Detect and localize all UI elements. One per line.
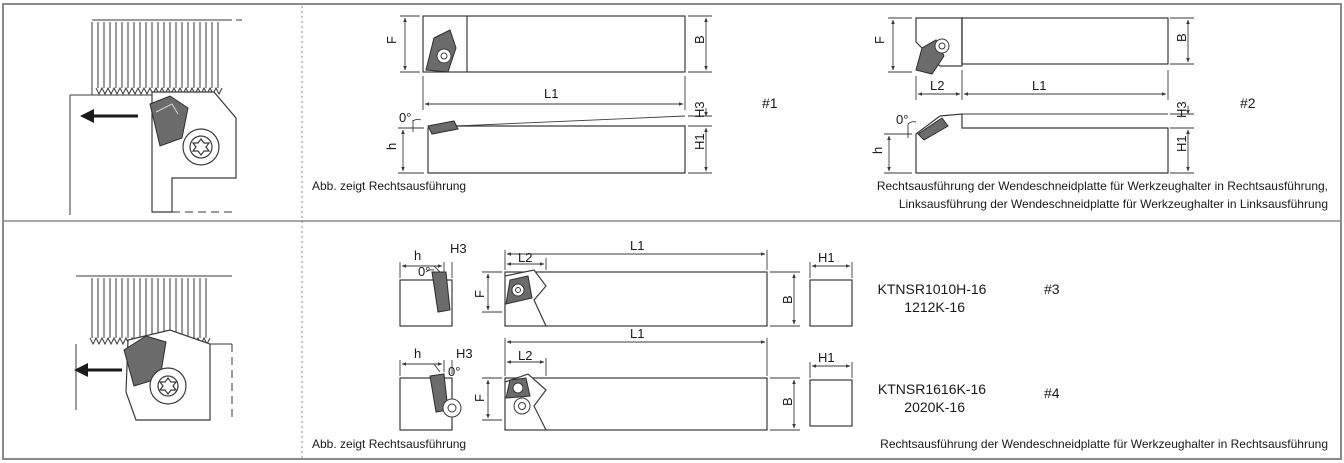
dim-L1: L1	[544, 86, 558, 101]
clamp-screw-icon	[149, 367, 187, 405]
dim-F: F	[384, 36, 399, 44]
dim-h: h	[414, 346, 421, 361]
dim-H1: H1	[692, 133, 707, 150]
dim-h: h	[384, 143, 399, 150]
figure-3-tag: #3	[1044, 281, 1060, 297]
table-frame	[2, 3, 1342, 460]
dim-B: B	[780, 295, 795, 304]
dim-H3: H3	[1174, 101, 1189, 118]
figure-1-holder: F B L1 0° h H3 H1	[384, 15, 712, 174]
figure-4-tag: #4	[1044, 385, 1060, 401]
dim-L1: L1	[1032, 78, 1046, 93]
dim-H1: H1	[818, 250, 835, 265]
caption-left: Abb. zeigt Rechtsausführung	[312, 179, 466, 193]
dim-H3: H3	[692, 101, 707, 118]
feed-direction-arrow-icon	[80, 109, 138, 123]
dim-L1: L1	[630, 326, 644, 341]
dim-h: h	[870, 147, 885, 154]
dim-H3: H3	[450, 241, 467, 256]
dim-H1: H1	[1174, 135, 1189, 152]
feed-direction-arrow-icon	[74, 363, 122, 377]
insert-icon	[431, 271, 451, 313]
dim-angle: 0°	[399, 110, 411, 125]
product-code-3-line2: 1212K-16	[904, 299, 965, 315]
figure-4-holder: h H3 0° L1 L2 F B	[399, 326, 853, 431]
illustration-external-threading	[69, 19, 246, 215]
illustration-threading-2	[74, 275, 233, 421]
caption-left-2: Abb. zeigt Rechtsausführung	[312, 437, 466, 451]
caption-right-line2: Linksausführung der Wendeschneidplatte f…	[899, 197, 1328, 211]
dim-H1: H1	[818, 350, 835, 365]
dim-B: B	[780, 397, 795, 406]
dim-F: F	[872, 36, 887, 44]
dim-L2: L2	[518, 250, 532, 265]
dim-angle: 0°	[448, 364, 460, 379]
product-code-4-line2: 2020K-16	[904, 399, 965, 415]
caption-right-line1: Rechtsausführung der Wendeschneidplatte …	[877, 179, 1328, 193]
dim-H3: H3	[456, 346, 473, 361]
caption-right-2: Rechtsausführung der Wendeschneidplatte …	[880, 437, 1328, 451]
dim-angle: 0°	[896, 112, 908, 127]
figure-2-holder: F B L2 L1 0° h H3 H1	[870, 17, 1194, 174]
dim-L1: L1	[630, 238, 644, 253]
figure-2-tag: #2	[1240, 95, 1256, 111]
dim-F: F	[472, 290, 487, 298]
insert-icon	[149, 95, 189, 147]
dim-L2: L2	[930, 78, 944, 93]
dim-B: B	[1174, 33, 1189, 42]
product-code-4-line1: KTNSR1616K-16	[878, 381, 986, 397]
figure-1-tag: #1	[762, 95, 778, 111]
dim-h: h	[414, 248, 421, 263]
insert-icon	[917, 117, 949, 141]
figure-3-holder: h H3 0° L1 L2 F B	[399, 238, 853, 327]
product-code-3-line1: KTNSR1010H-16	[878, 281, 987, 297]
dim-F: F	[472, 394, 487, 402]
dim-angle: 0°	[418, 264, 430, 279]
clamp-screw-icon	[182, 128, 220, 166]
insert-icon	[427, 120, 459, 135]
dim-L2: L2	[518, 348, 532, 363]
dim-B: B	[692, 35, 707, 44]
